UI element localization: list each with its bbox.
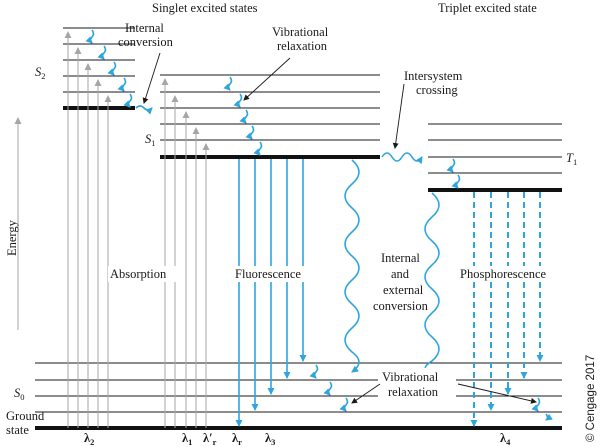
fluorescence-label: Fluorescence (235, 267, 301, 281)
s1-vibrational-relaxation (223, 76, 263, 156)
intersystem-crossing-arrow (381, 152, 423, 164)
absorption-label-bg (108, 266, 178, 282)
lambda-2-label: λ2 (84, 431, 94, 447)
energy-axis-label: Energy (5, 219, 19, 256)
t1-vibrational-relaxation (446, 158, 461, 189)
vibrational-relaxation-bottom-label-bg (378, 368, 456, 400)
internal-conversion-arrow (135, 105, 153, 115)
internal-external-conversion-wave-t1 (424, 192, 440, 378)
lambda-4-label: λ4 (500, 431, 511, 447)
lambda-r-prime-label: λ′r (203, 431, 217, 447)
internal-conversion-label: Internal conversion (118, 21, 174, 49)
s2-vibrational-relaxation (85, 29, 133, 108)
lambda-1-label: λ1 (182, 431, 192, 447)
s0-vibrational-relaxation (309, 364, 553, 421)
triplet-heading: Triplet excited state (438, 1, 537, 15)
vibrational-relaxation-top-label: Vibrational relaxation (272, 25, 331, 53)
phosphorescence-arrows (470, 192, 544, 427)
lambda-3-label: λ3 (265, 431, 275, 447)
intersystem-crossing-pointer (392, 83, 405, 149)
s0-level-group (35, 362, 562, 430)
vibrational-relaxation-bottom-pointer-left (351, 383, 381, 404)
phosphorescence-label: Phosphorescence (460, 267, 547, 281)
internal-external-conversion-label: Internal and external conversion (373, 251, 429, 313)
t1-label: T1 (566, 151, 577, 167)
copyright-label: © Cengage 2017 (585, 355, 597, 442)
phosphorescence-label-bg (459, 266, 560, 282)
absorption-arrows (64, 31, 210, 428)
intersystem-crossing-label: Intersystem crossing (404, 69, 465, 97)
t1-level-group (428, 123, 562, 192)
ground-state-label: Ground state (6, 409, 47, 437)
fluorescence-arrows (235, 159, 307, 427)
s2-label: S2 (35, 65, 46, 81)
singlet-heading: Singlet excited states (152, 1, 258, 15)
lambda-r-label: λr (232, 431, 242, 447)
s1-level-group (160, 74, 380, 159)
absorption-label: Absorption (110, 267, 167, 281)
s2-level-group (63, 27, 135, 110)
vibrational-relaxation-top-pointer (243, 57, 291, 101)
s1-label: S1 (145, 132, 156, 148)
fluorescence-label-bg (233, 266, 313, 282)
internal-conversion-pointer (142, 52, 161, 104)
s0-label: S0 (14, 386, 25, 402)
vibrational-relaxation-bottom-label: Vibrational relaxation (382, 370, 441, 399)
vibrational-relaxation-bottom-pointer-right (457, 383, 537, 404)
internal-external-conversion-wave-s1 (344, 159, 360, 373)
